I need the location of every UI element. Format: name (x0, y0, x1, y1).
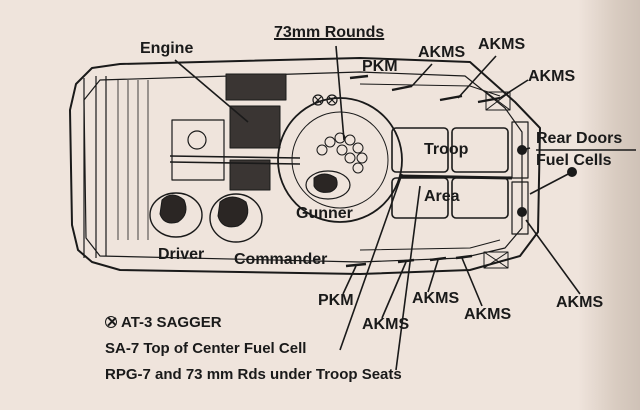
label-gunner: Gunner (296, 205, 353, 222)
label-akms-bottom-right: AKMS (556, 294, 604, 311)
turret-inner (291, 111, 389, 209)
troop-box-4 (451, 177, 509, 219)
label-area: Area (424, 188, 460, 205)
label-pkm-bottom: PKM (318, 292, 354, 309)
label-rear-doors: Rear Doors (536, 130, 623, 147)
fuel-cell-bar (399, 174, 513, 180)
page-edge (578, 0, 640, 410)
legend-sagger: AT-3 SAGGER (105, 314, 222, 331)
akms-rack-1 (391, 84, 413, 92)
leader-akms-top-3 (499, 79, 529, 99)
engine-fan (187, 130, 207, 150)
label-troop: Troop (424, 141, 469, 158)
top-rail (359, 83, 501, 97)
dot-rear-doors (517, 145, 527, 155)
leader-akms-top-1 (411, 63, 433, 87)
leader-akms-top-2 (457, 55, 497, 99)
akms-rack-5 (429, 256, 447, 262)
akms-rack-4 (397, 258, 415, 264)
rear-door-bottom (511, 181, 529, 235)
leader-fuel-cells (529, 171, 573, 195)
hull-outline (69, 57, 541, 275)
turret-ring (277, 97, 403, 223)
legend-sa7: SA-7 Top of Center Fuel Cell (105, 340, 307, 357)
leader-engine (174, 59, 249, 123)
leader-73mm (335, 45, 345, 141)
legend-rpg: RPG-7 and 73 mm Rds under Troop Seats (105, 366, 402, 383)
label-commander: Commander (234, 251, 328, 268)
driver-figure (159, 194, 187, 224)
front-armour (83, 76, 107, 258)
legend-sagger-text: AT-3 SAGGER (121, 314, 222, 331)
main-gun (169, 155, 301, 165)
leader-akms-bottom-2 (427, 259, 439, 293)
label-akms-top-1: AKMS (418, 44, 466, 61)
sagger-symbol-icon (105, 316, 117, 328)
troop-box-3 (391, 177, 449, 219)
sagger-markers (312, 94, 338, 106)
label-pkm-top: PKM (362, 58, 398, 75)
leader-akms-bottom-3 (461, 257, 483, 307)
front-plates (117, 80, 149, 240)
dot-fuel-cells-2 (517, 207, 527, 217)
commander-figure (217, 196, 249, 228)
troop-box-1 (391, 127, 449, 173)
bottom-rail (359, 239, 501, 251)
leader-sa7 (339, 173, 403, 351)
engine-grille-bottom (229, 159, 271, 191)
commander-seat (209, 193, 263, 243)
label-akms-top-2: AKMS (478, 36, 526, 53)
label-fuel-cells: Fuel Cells (536, 152, 612, 169)
hull-inner-outline (83, 71, 523, 263)
label-73mm-rounds: 73mm Rounds (274, 24, 385, 41)
label-driver: Driver (158, 246, 205, 263)
dot-fuel-cells (567, 167, 577, 177)
akms-rack-6 (455, 254, 473, 260)
label-akms-bottom-1: AKMS (412, 290, 460, 307)
leader-akms-bottom-right (525, 219, 581, 295)
leader-rpg (395, 185, 421, 371)
engine-bay (171, 119, 225, 181)
pkm-top-rack (349, 74, 369, 80)
label-akms-bottom-2: AKMS (362, 316, 410, 333)
label-engine: Engine (140, 40, 194, 57)
leader-akms-bottom-1 (381, 261, 407, 319)
akms-rack-3 (477, 96, 501, 104)
gunner-seat (305, 170, 351, 200)
pkm-bottom-rack (345, 262, 367, 268)
ammo-carousel (316, 132, 368, 174)
label-akms-top-3: AKMS (528, 68, 576, 85)
leader-pkm-bottom (342, 265, 357, 295)
gunner-figure (313, 173, 338, 193)
driver-seat (149, 192, 203, 238)
rear-hatch-bottom (483, 251, 509, 269)
troop-box-2 (451, 127, 509, 173)
rear-door-top (511, 121, 529, 179)
label-akms-bottom-3: AKMS (464, 306, 512, 323)
engine-grille-top (225, 73, 287, 101)
